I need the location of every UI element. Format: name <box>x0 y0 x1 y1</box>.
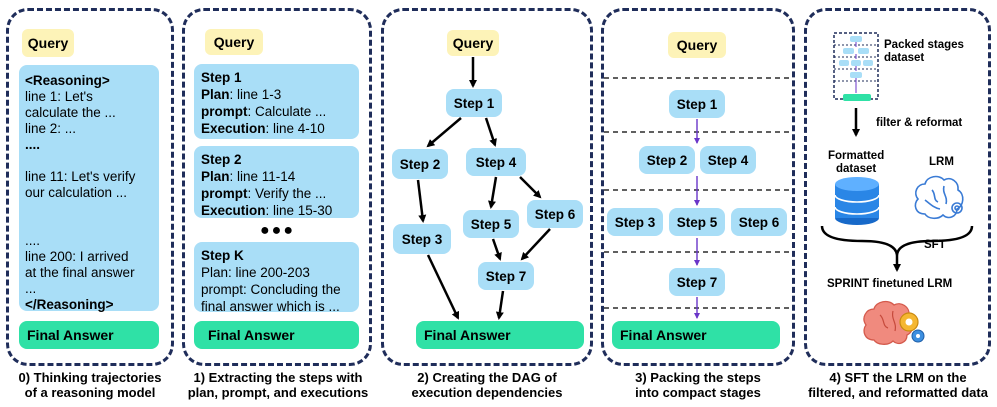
stage-separators <box>604 77 792 309</box>
stage-step-7: Step 7 <box>669 268 725 296</box>
panel-dag <box>381 8 593 366</box>
reasoning-line: at the final answer <box>25 265 135 280</box>
sft-merge-brace <box>820 225 974 257</box>
reasoning-line: line 11: Let's verify <box>25 169 136 184</box>
arrow-step1-step4 <box>484 117 497 147</box>
arrow-step3-final <box>426 254 460 320</box>
panel-extract-steps <box>182 8 372 366</box>
dag-step-1: Step 1 <box>446 89 502 117</box>
stage-step-2: Step 2 <box>639 146 695 174</box>
reasoning-line: line 1: Let's <box>25 89 93 104</box>
arrow-step1-step2 <box>426 117 462 148</box>
query-box: Query <box>447 30 499 56</box>
stage-step-3: Step 3 <box>607 208 663 236</box>
step-1-card: Step 1 Plan: line 1-3 prompt: Calculate … <box>194 64 359 139</box>
caption-1: 1) Extracting the steps with plan, promp… <box>187 370 369 400</box>
caption-0: 0) Thinking trajectories of a reasoning … <box>18 370 162 400</box>
step-2-card: Step 2 Plan: line 11-14 prompt: Verify t… <box>194 146 359 218</box>
ellipsis-dots: ●●● <box>260 222 295 239</box>
stage-step-5: Step 5 <box>669 208 725 236</box>
final-answer-box: Final Answer <box>612 321 780 349</box>
arrow-step4-step5 <box>488 176 498 209</box>
reasoning-line: calculate the ... <box>25 105 116 120</box>
prompt-value: : Verify the ... <box>247 186 327 201</box>
stage-step-6: Step 6 <box>731 208 787 236</box>
panel-sft <box>804 8 991 366</box>
stage-step-1: Step 1 <box>669 90 725 118</box>
prompt-value: : Calculate ... <box>247 104 327 119</box>
database-icon <box>834 177 880 225</box>
dag-step-2: Step 2 <box>392 149 448 179</box>
plan-key: Plan <box>201 87 230 102</box>
plan-key: Plan <box>201 169 230 184</box>
reasoning-line: .... <box>25 233 41 248</box>
dag-arrows <box>416 57 551 320</box>
caption-4: 4) SFT the LRM on the filtered, and refo… <box>808 370 988 400</box>
execution-value: : line 4-10 <box>265 121 325 136</box>
reasoning-line: our calculation ... <box>25 185 128 200</box>
dag-step-7: Step 7 <box>478 262 534 290</box>
arrow-step5-step7 <box>491 238 502 261</box>
reasoning-line: </Reasoning> <box>25 297 114 312</box>
final-answer-box: Final Answer <box>194 321 359 349</box>
stage-step-4: Step 4 <box>700 146 756 174</box>
reasoning-line: ... <box>25 281 37 296</box>
caption-2: 2) Creating the DAG of execution depende… <box>411 370 563 400</box>
formatted-dataset-label: Formatted dataset <box>828 150 885 175</box>
step-title: Step K <box>201 248 244 263</box>
arrow-step2-step3 <box>416 179 427 223</box>
filter-reformat-label: filter & reformat <box>876 117 963 129</box>
reasoning-line: <Reasoning> <box>25 73 110 88</box>
plan-value: : line 1-3 <box>229 87 282 102</box>
sprint-lrm-label: SPRINT finetuned LRM <box>827 278 953 290</box>
execution-key: Execution <box>201 121 266 136</box>
step-title: Step 2 <box>201 152 242 167</box>
plan-value: : line 11-14 <box>229 169 296 184</box>
packed-stages-dataset-icon <box>833 32 879 101</box>
packed-dataset-label: Packed stages dataset <box>884 39 964 64</box>
stepk-line-2: prompt: Concluding the <box>201 282 341 297</box>
panel-thinking-trajectories <box>6 8 174 366</box>
reasoning-line: line 2: ... <box>25 121 77 136</box>
execution-value: : line 15-30 <box>265 203 333 218</box>
brain-icon <box>914 175 964 220</box>
execution-key: Execution <box>201 203 266 218</box>
arrow-step4-step6 <box>519 176 542 199</box>
step-title: Step 1 <box>201 70 242 85</box>
dag-step-6: Step 6 <box>527 200 583 228</box>
dag-step-5: Step 5 <box>463 210 519 238</box>
prompt-key: prompt <box>201 186 248 201</box>
query-box: Query <box>668 32 726 58</box>
query-box: Query <box>205 29 263 55</box>
prompt-key: prompt <box>201 104 248 119</box>
dag-step-3: Step 3 <box>393 224 451 254</box>
panel-packing <box>601 8 795 366</box>
stepk-line-1: Plan: line 200-203 <box>201 265 310 280</box>
dag-step-4: Step 4 <box>466 148 526 176</box>
step-k-card: Step K Plan: line 200-203 prompt: Conclu… <box>194 242 359 314</box>
stepk-line-3: final answer which is ... <box>201 299 340 314</box>
arrow-step7-final <box>495 290 505 320</box>
caption-3: 3) Packing the steps into compact stages <box>635 370 761 400</box>
arrow-step6-step7 <box>520 228 551 261</box>
reasoning-line: line 200: I arrived <box>25 249 129 264</box>
lrm-label: LRM <box>929 156 954 168</box>
finetuned-brain-icon <box>863 300 925 345</box>
final-answer-box: Final Answer <box>416 321 584 349</box>
final-answer-box: Final Answer <box>19 321 159 349</box>
query-box: Query <box>22 29 74 57</box>
reasoning-line: .... <box>25 137 41 152</box>
